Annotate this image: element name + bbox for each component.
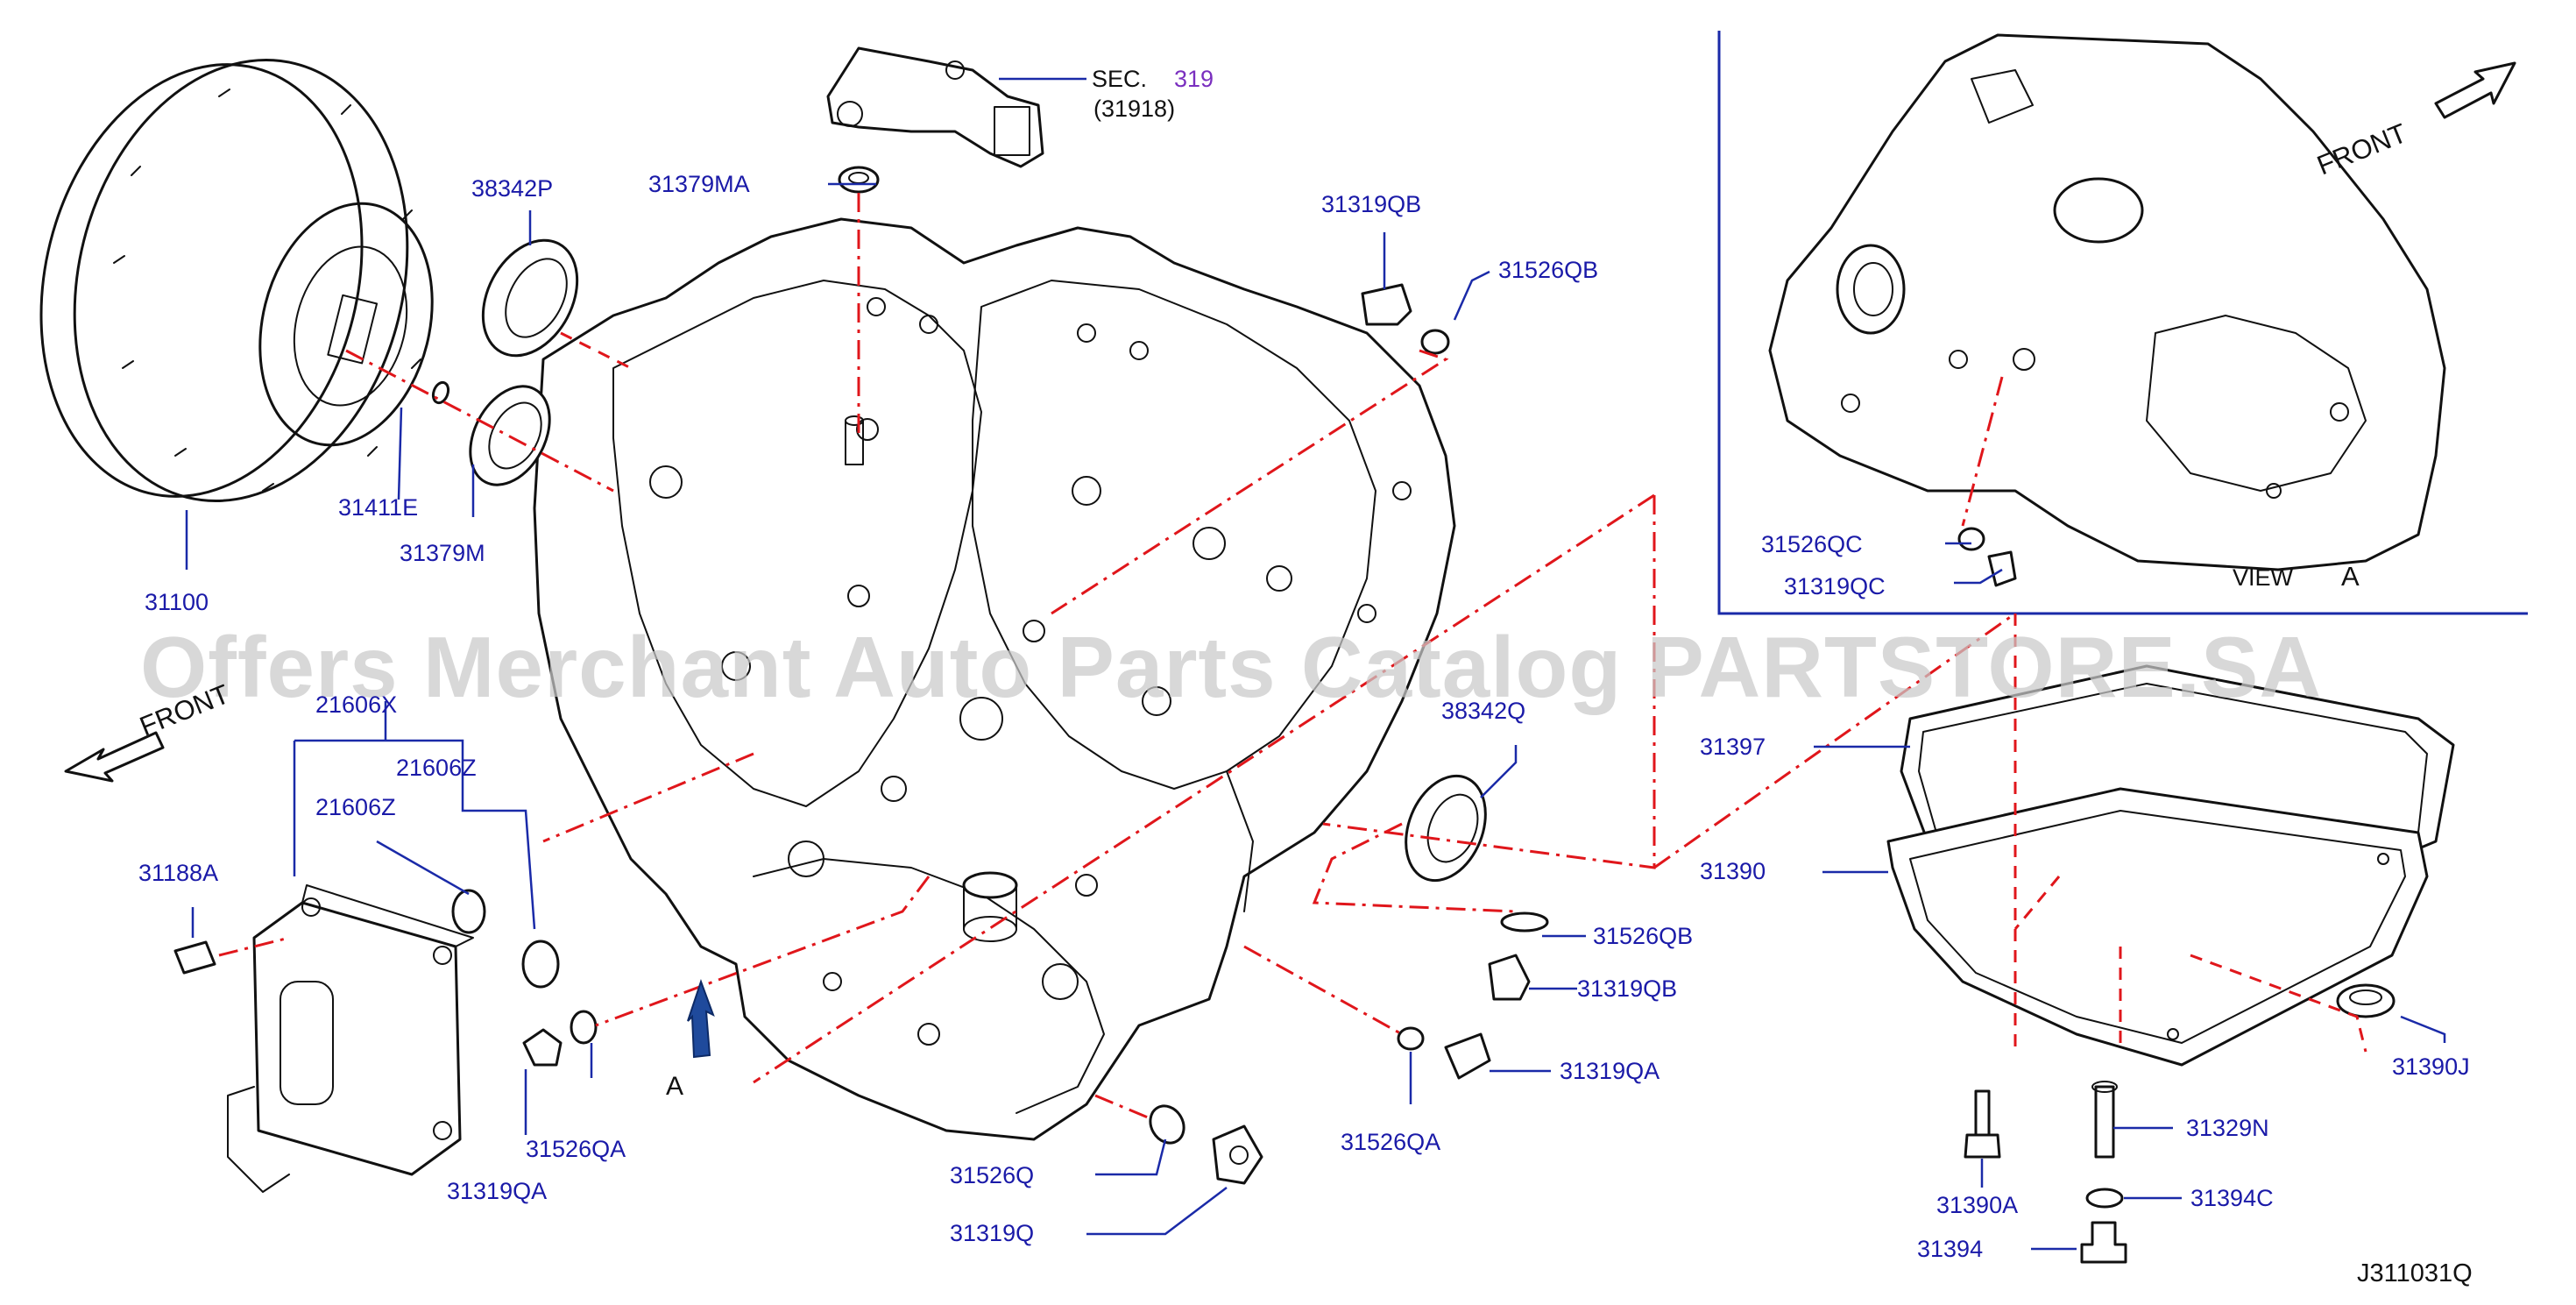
plug-31394[interactable]	[2080, 1221, 2127, 1264]
oring-31411E[interactable]	[430, 380, 450, 405]
bolt-31319QA-left[interactable]	[522, 1028, 563, 1067]
plug-31319Q[interactable]	[1212, 1124, 1263, 1185]
front-label-inset: FRONT	[2313, 117, 2411, 181]
magnet-31390J[interactable]	[2336, 983, 2396, 1018]
sec-sub: (31918)	[1093, 96, 1175, 122]
washer-31394C[interactable]	[2085, 1188, 2124, 1209]
label-31188A[interactable]: 31188A	[138, 860, 218, 886]
assembly-lines	[218, 193, 2367, 1119]
view-a-arrow-icon	[687, 978, 715, 1059]
label-31319QA-left[interactable]: 31319QA	[447, 1178, 547, 1204]
view-a-inset	[1717, 31, 2528, 615]
label-31379M[interactable]: 31379M	[400, 540, 485, 566]
washer-31526QA-right[interactable]	[1397, 1026, 1425, 1051]
label-31319QB-mid[interactable]: 31319QB	[1577, 975, 1677, 1002]
label-31100[interactable]: 31100	[145, 589, 209, 615]
oring-21606Z-a[interactable]	[451, 889, 486, 934]
washer-31526Q[interactable]	[1143, 1100, 1190, 1149]
sec-number-link[interactable]: 319	[1174, 66, 1214, 92]
label-31319QB-top[interactable]: 31319QB	[1321, 191, 1421, 217]
label-31319QC[interactable]: 31319QC	[1784, 573, 1886, 599]
washer-31526QB-mid[interactable]	[1500, 911, 1549, 933]
bolt-31319QB-mid[interactable]	[1488, 954, 1531, 1001]
position-sensor[interactable]	[826, 46, 1044, 168]
torque-converter-31100[interactable]	[0, 25, 456, 536]
sec-prefix: SEC.	[1092, 66, 1147, 92]
label-31526QB-top[interactable]: 31526QB	[1498, 257, 1598, 283]
label-21606Z-a[interactable]: 21606Z	[396, 755, 477, 781]
label-31379MA[interactable]: 31379MA	[648, 171, 750, 197]
label-31319QA-right[interactable]: 31319QA	[1560, 1058, 1660, 1084]
seal-31379MA[interactable]	[838, 166, 880, 194]
washer-31526QA-left[interactable]	[570, 1010, 598, 1045]
label-38342Q[interactable]: 38342Q	[1441, 698, 1525, 724]
pipe-31329N[interactable]	[2091, 1081, 2118, 1159]
label-31526QA-right[interactable]: 31526QA	[1341, 1129, 1440, 1155]
transaxle-case[interactable]	[533, 217, 1456, 1141]
label-31390J[interactable]: 31390J	[2392, 1053, 2470, 1080]
label-31390A[interactable]: 31390A	[1936, 1192, 2018, 1218]
bolt-31390A[interactable]	[1964, 1089, 2001, 1159]
label-31394C[interactable]: 31394C	[2190, 1185, 2274, 1211]
label-21606X[interactable]: 21606X	[315, 692, 397, 718]
bolt-31319QB-top[interactable]	[1361, 283, 1412, 326]
label-31411E[interactable]: 31411E	[338, 494, 418, 521]
watermark: Offers Merchant Auto Parts Catalog PARTS…	[140, 619, 2322, 715]
front-arrow-left-icon	[64, 731, 165, 783]
label-31329N[interactable]: 31329N	[2186, 1115, 2269, 1141]
view-a-arrow-letter: A	[666, 1072, 683, 1101]
label-31397[interactable]: 31397	[1700, 734, 1766, 760]
label-21606Z-b[interactable]: 21606Z	[315, 794, 396, 820]
label-31526QA-left[interactable]: 31526QA	[526, 1136, 626, 1162]
label-31526QC[interactable]: 31526QC	[1761, 531, 1863, 557]
bolt-31319QA-right[interactable]	[1444, 1032, 1491, 1080]
label-31526Q[interactable]: 31526Q	[950, 1162, 1034, 1188]
label-31394[interactable]: 31394	[1917, 1236, 1983, 1262]
oil-pan-31390[interactable]	[1886, 787, 2429, 1067]
oring-21606Z-b[interactable]	[521, 940, 560, 989]
label-31319Q[interactable]: 31319Q	[950, 1220, 1034, 1246]
seal-38342Q[interactable]	[1391, 764, 1500, 892]
view-letter: A	[2341, 561, 2360, 592]
label-31390[interactable]: 31390	[1700, 858, 1766, 884]
diagram-id: J311031Q	[2357, 1259, 2473, 1287]
view-label: VIEW	[2233, 564, 2294, 591]
label-38342P[interactable]: 38342P	[471, 175, 553, 202]
washer-31526QB-top[interactable]	[1420, 329, 1450, 355]
seal-38342P[interactable]	[464, 224, 596, 372]
front-arrow-inset-icon	[2434, 61, 2516, 119]
leader-lines	[185, 77, 2446, 1251]
oil-cooler[interactable]	[173, 884, 474, 1193]
label-31526QB-mid[interactable]: 31526QB	[1593, 923, 1693, 949]
